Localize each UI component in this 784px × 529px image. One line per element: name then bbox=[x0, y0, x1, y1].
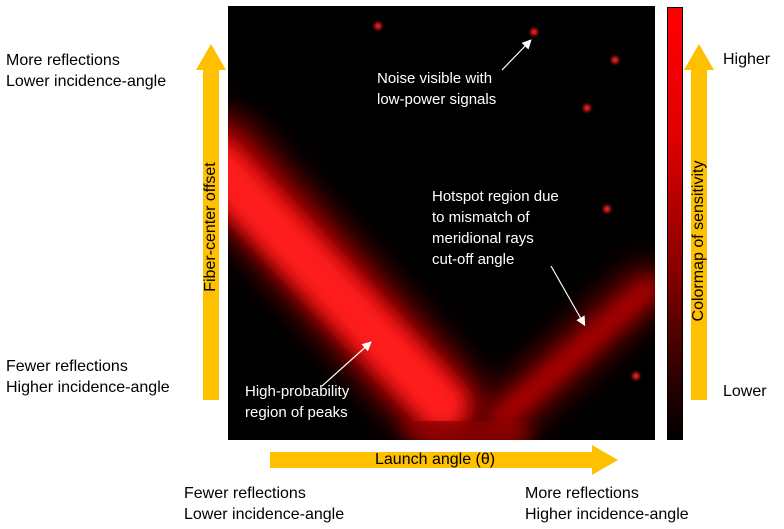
colorbar-high-label: Higher bbox=[723, 51, 771, 68]
noise-annotation: Noise visible with low-power signals bbox=[377, 70, 497, 108]
sensitivity-heatmap: Noise visible with low-power signals Hot… bbox=[228, 6, 655, 440]
x-axis-label: Launch angle (θ) bbox=[375, 451, 496, 468]
y-axis-bottom-text: Fewer reflections Higher incidence-angle bbox=[6, 358, 170, 396]
y-axis-top-text: More reflections Lower incidence-angle bbox=[6, 52, 167, 90]
peaks-annotation: High-probability region of peaks bbox=[245, 383, 350, 421]
noise-dots bbox=[374, 22, 640, 380]
hotspot-annotation: Hotspot region due to mismatch of meridi… bbox=[432, 188, 559, 268]
colorbar-label: Colormap of sensitivity bbox=[690, 160, 707, 322]
colorbar-arrow bbox=[684, 44, 714, 400]
colorbar-low-label: Lower bbox=[723, 383, 767, 400]
x-axis-left-text: Fewer reflections Lower incidence-angle bbox=[184, 485, 345, 523]
hotspot-band bbox=[469, 261, 655, 440]
x-axis-arrow bbox=[270, 445, 618, 475]
y-axis-arrow bbox=[196, 44, 226, 400]
annotation-arrows bbox=[321, 39, 586, 387]
x-axis-right-text: More reflections Higher incidence-angle bbox=[525, 485, 689, 523]
colorbar bbox=[667, 7, 683, 440]
y-axis-label: Fiber-center offset bbox=[202, 162, 219, 292]
